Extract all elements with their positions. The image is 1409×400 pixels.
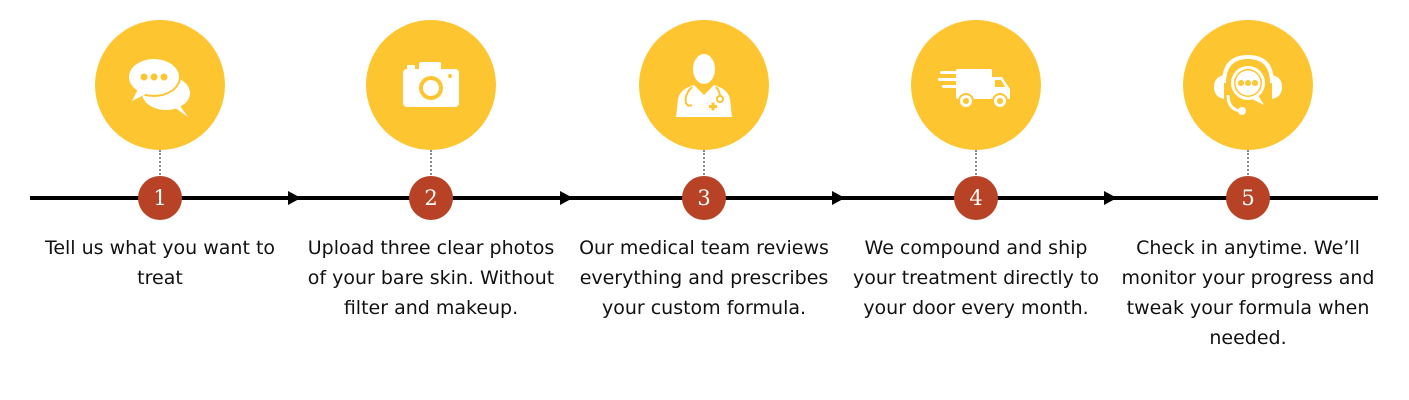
delivery-truck-icon — [911, 20, 1041, 150]
arrow-icon — [832, 191, 845, 205]
step-number-badge: 4 — [954, 176, 998, 220]
headset-support-icon — [1183, 20, 1313, 150]
step-description: Tell us what you want to treat — [44, 237, 276, 289]
step-number-badge: 1 — [138, 176, 182, 220]
arrow-icon — [560, 191, 573, 205]
step-number-badge: 5 — [1226, 176, 1270, 220]
camera-icon — [366, 20, 496, 150]
step-description: Upload three clear photos of your bare s… — [307, 237, 555, 319]
chat-bubbles-icon — [95, 20, 225, 150]
connector-dots — [430, 150, 432, 182]
step-description: We compound and ship your treatment dire… — [852, 237, 1100, 319]
step-description: Our medical team reviews everything and … — [579, 237, 829, 319]
doctor-icon — [639, 20, 769, 150]
connector-dots — [975, 150, 977, 182]
arrow-icon — [288, 191, 301, 205]
arrow-icon — [1104, 191, 1117, 205]
step-number-badge: 3 — [682, 176, 726, 220]
connector-dots — [1247, 150, 1249, 182]
step-description: Check in anytime. We’ll monitor your pro… — [1121, 237, 1375, 349]
step-number-badge: 2 — [409, 176, 453, 220]
connector-dots — [703, 150, 705, 182]
connector-dots — [159, 150, 161, 182]
